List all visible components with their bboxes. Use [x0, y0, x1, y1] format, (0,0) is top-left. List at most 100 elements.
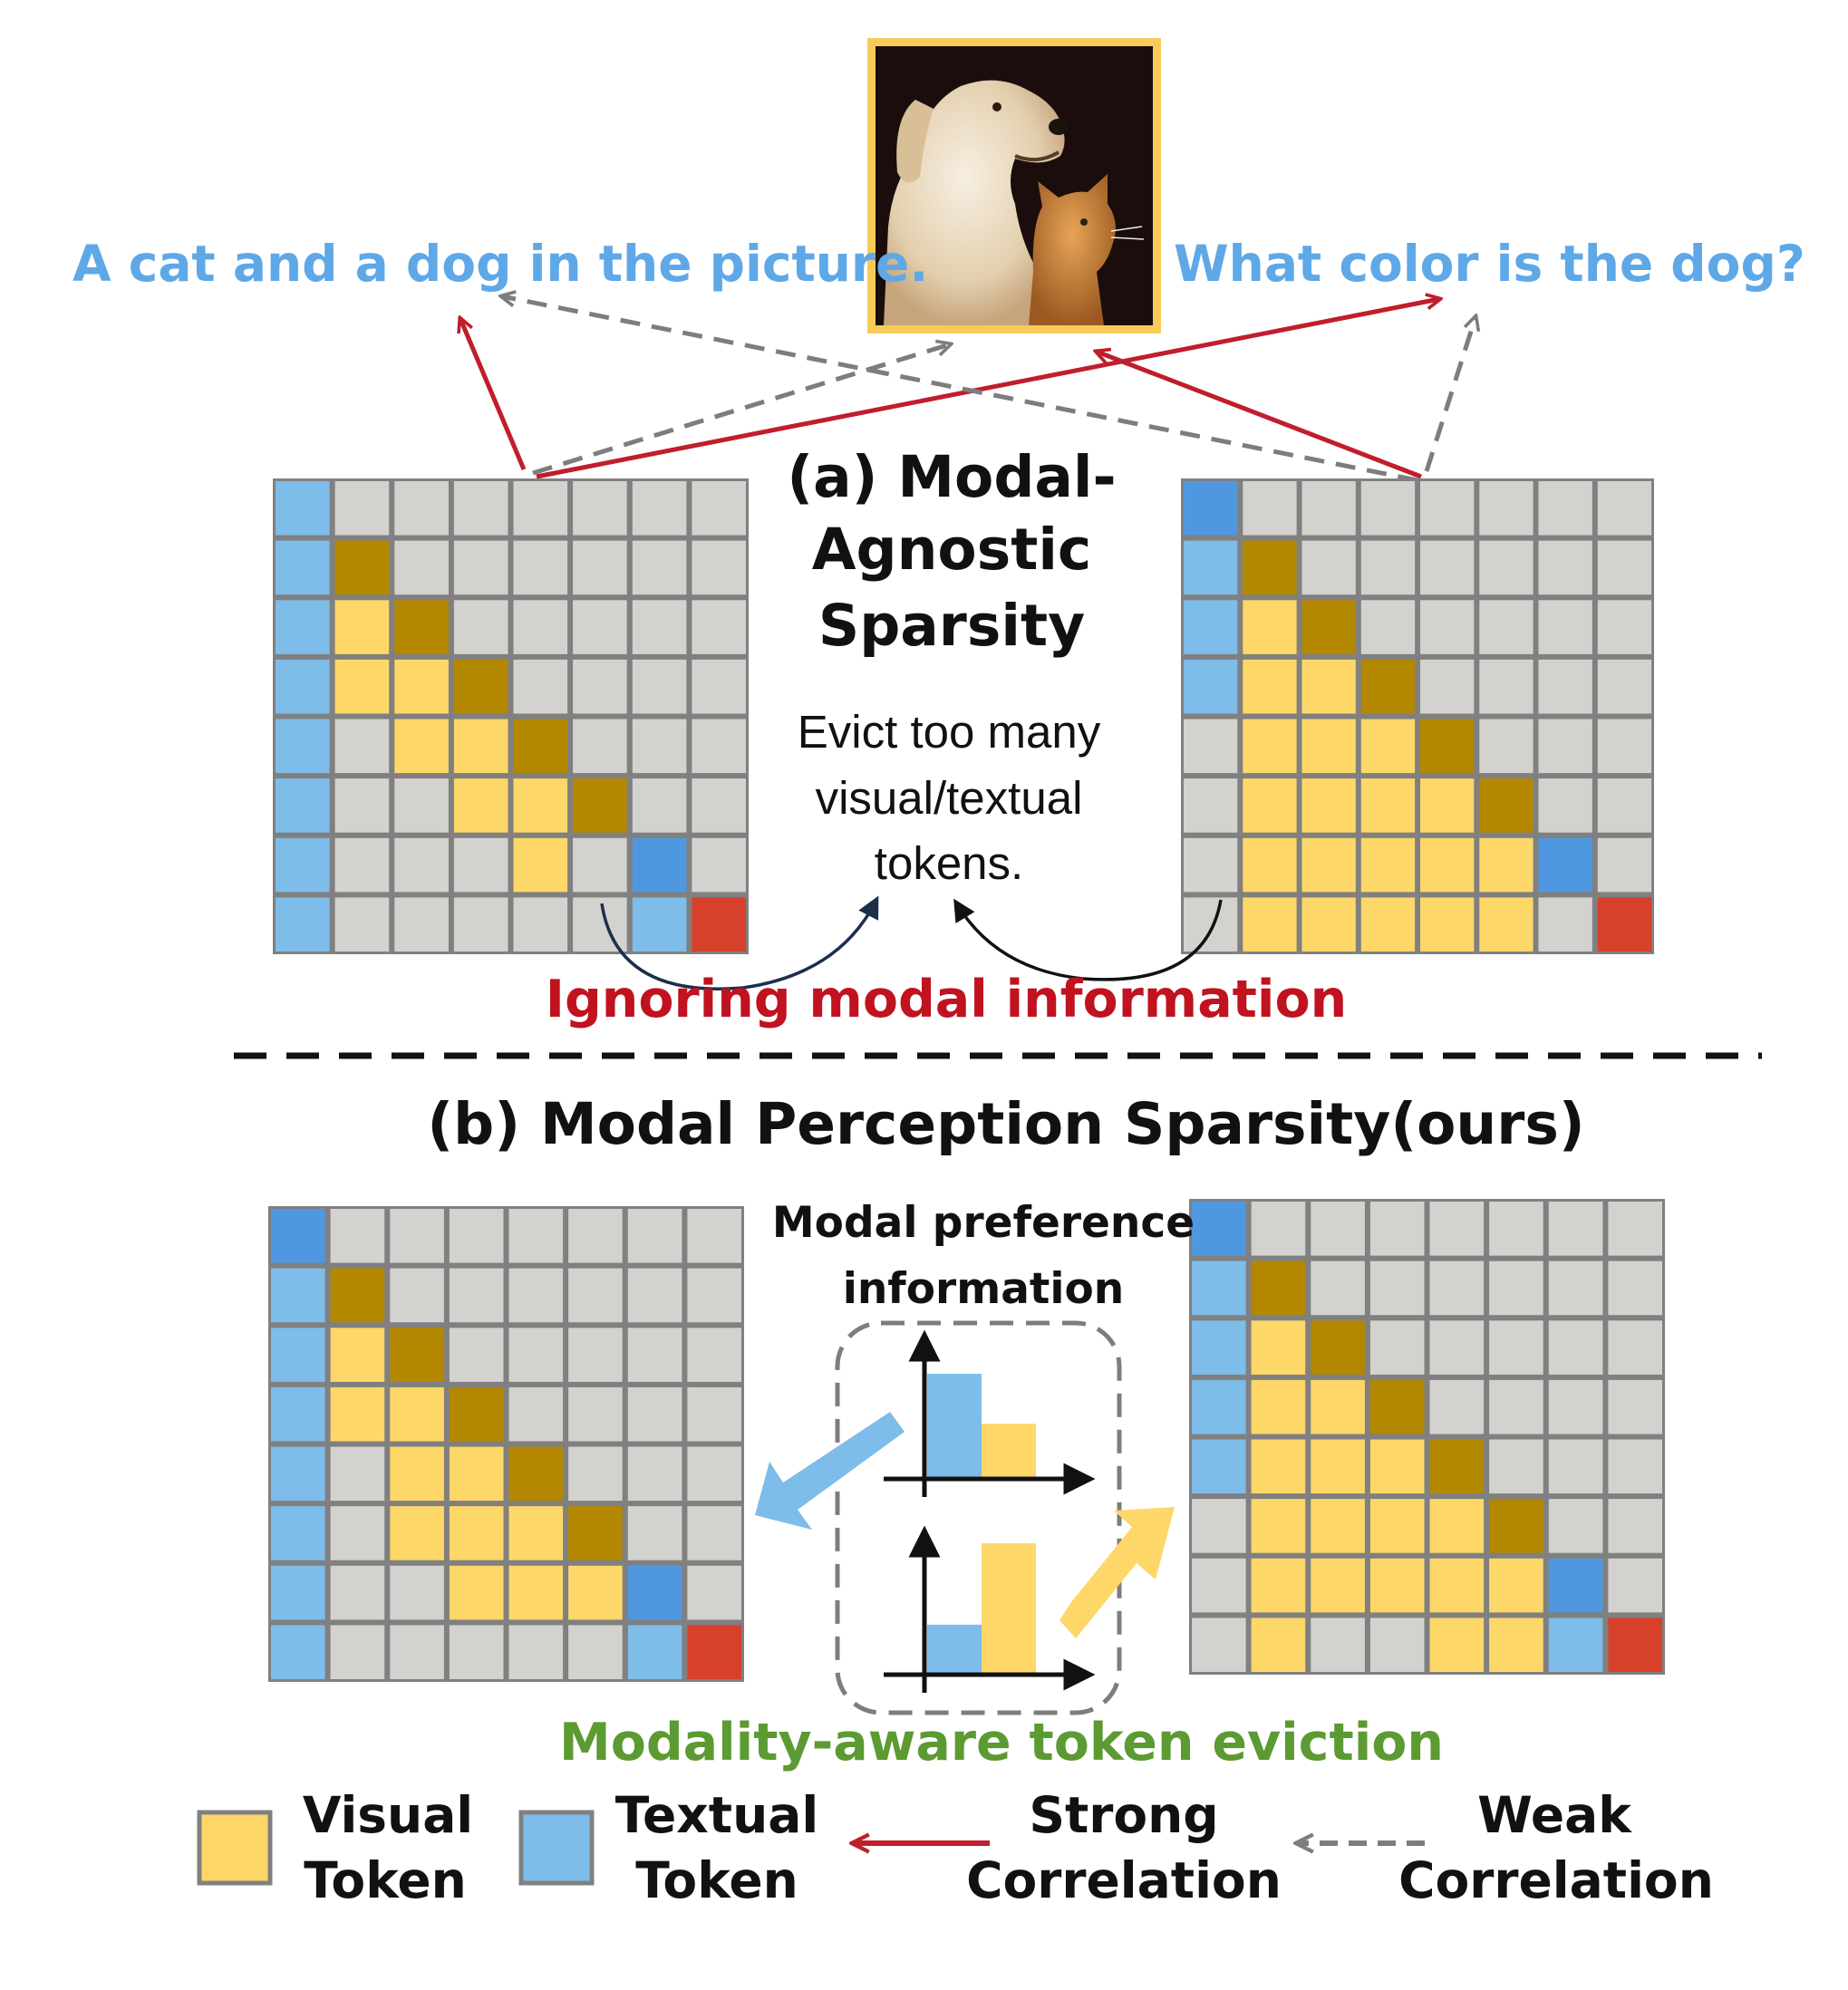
token-cell — [1429, 1558, 1485, 1613]
token-cell — [573, 540, 627, 595]
token-cell — [508, 1386, 564, 1442]
token-cell — [330, 1209, 385, 1263]
token-cell — [1597, 897, 1652, 952]
token-cell — [453, 540, 508, 595]
token-cell — [1420, 600, 1475, 654]
strong-arrow-left-to-question — [536, 299, 1439, 479]
token-cell — [1311, 1202, 1365, 1256]
section-a-title-line1: (a) Modal- — [787, 444, 1116, 510]
token-cell — [1479, 600, 1534, 654]
token-cell — [1251, 1320, 1306, 1375]
token-cell — [513, 897, 568, 952]
token-cell — [508, 1625, 564, 1679]
token-cell — [513, 837, 568, 893]
token-cell — [1420, 778, 1475, 833]
token-cell — [692, 540, 746, 595]
token-cell — [390, 1446, 444, 1502]
token-cell — [1243, 837, 1297, 893]
legend-strong-line1: Strong — [1029, 1786, 1218, 1844]
token-cell — [271, 1386, 325, 1442]
token-cell — [573, 719, 627, 774]
token-cell — [692, 837, 746, 893]
token-cell — [1548, 1439, 1603, 1494]
token-cell — [573, 481, 627, 536]
token-cell — [276, 659, 330, 714]
token-cell — [568, 1446, 623, 1502]
token-cell — [1597, 837, 1652, 893]
token-cell — [1429, 1499, 1485, 1553]
token-cell — [687, 1446, 741, 1502]
token-cell — [334, 659, 390, 714]
token-cell — [508, 1565, 564, 1620]
token-cell — [627, 1446, 682, 1502]
token-cell — [1369, 1261, 1425, 1316]
token-cell — [1301, 778, 1356, 833]
token-cell — [1597, 481, 1652, 536]
token-cell — [1311, 1499, 1365, 1553]
token-cell — [692, 600, 746, 654]
token-cell — [692, 778, 746, 833]
token-cell — [573, 659, 627, 714]
token-cell — [334, 719, 390, 774]
token-cell — [1251, 1618, 1306, 1672]
token-cell — [453, 659, 508, 714]
legend-visual-line2: Token — [304, 1851, 467, 1909]
token-cell — [513, 719, 568, 774]
token-cell — [1243, 659, 1297, 714]
token-cell — [330, 1625, 385, 1679]
token-cell — [1311, 1379, 1365, 1435]
token-cell — [1429, 1320, 1485, 1375]
token-cell — [1420, 481, 1475, 536]
token-cell — [573, 600, 627, 654]
token-cell — [1192, 1558, 1246, 1613]
token-cell — [627, 1328, 682, 1382]
token-cell — [1420, 837, 1475, 893]
token-cell — [632, 659, 687, 714]
token-cell — [568, 1506, 623, 1560]
visual-preference-arrow — [1059, 1507, 1175, 1638]
token-cell — [1360, 719, 1416, 774]
token-cell — [1597, 659, 1652, 714]
textual-bar — [927, 1374, 982, 1479]
token-cell — [573, 778, 627, 833]
token-cell — [334, 600, 390, 654]
token-cell — [1184, 778, 1238, 833]
token-cell — [334, 837, 390, 893]
token-cell — [1489, 1379, 1543, 1435]
token-cell — [1479, 897, 1534, 952]
token-cell — [1538, 837, 1592, 893]
token-cell — [449, 1268, 504, 1323]
token-cell — [330, 1328, 385, 1382]
token-cell — [449, 1446, 504, 1502]
token-cell — [1192, 1618, 1246, 1672]
token-cell — [334, 778, 390, 833]
token-cell — [687, 1268, 741, 1323]
token-cell — [1369, 1499, 1425, 1553]
token-cell — [1479, 837, 1534, 893]
token-cell — [687, 1625, 741, 1679]
weak-arrow-right-to-caption — [502, 296, 1418, 483]
token-cell — [1301, 659, 1356, 714]
token-cell — [513, 540, 568, 595]
cat-eye — [1080, 218, 1088, 226]
token-cell — [390, 1328, 444, 1382]
token-cell — [692, 659, 746, 714]
preference-bars — [884, 1329, 1096, 1693]
legend-weak-line1: Weak — [1477, 1786, 1632, 1844]
token-cell — [1301, 481, 1356, 536]
token-cell — [394, 540, 449, 595]
token-cell — [568, 1328, 623, 1382]
section-a-title-line2: Agnostic — [812, 517, 1092, 583]
token-cell — [334, 897, 390, 952]
token-cell — [1369, 1439, 1425, 1494]
token-cell — [390, 1209, 444, 1263]
section-a-title-line3: Sparsity — [818, 593, 1085, 659]
token-cell — [1251, 1379, 1306, 1435]
token-cell — [1548, 1379, 1603, 1435]
token-cell — [394, 897, 449, 952]
token-cell — [1192, 1202, 1246, 1256]
token-cell — [1243, 481, 1297, 536]
token-cell — [1184, 659, 1238, 714]
token-cell — [1548, 1558, 1603, 1613]
